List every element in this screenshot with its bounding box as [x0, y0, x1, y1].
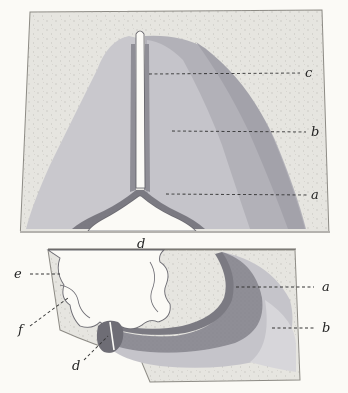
label-lower-a: a: [322, 280, 330, 295]
upper-midline-strip-left: [130, 44, 136, 192]
upper-median-cleft: [136, 31, 145, 188]
label-lower-b: b: [322, 321, 330, 336]
label-lower-f: f: [17, 323, 25, 338]
lower-section: e a f b d: [14, 250, 330, 382]
label-lower-e: e: [14, 267, 22, 282]
upper-section: c b a: [20, 10, 329, 240]
label-upper-c: c: [305, 66, 313, 81]
label-upper-b: b: [311, 125, 319, 140]
label-upper-a: a: [311, 188, 319, 203]
section-separator: [18, 231, 332, 244]
label-lower-d: d: [72, 359, 80, 374]
